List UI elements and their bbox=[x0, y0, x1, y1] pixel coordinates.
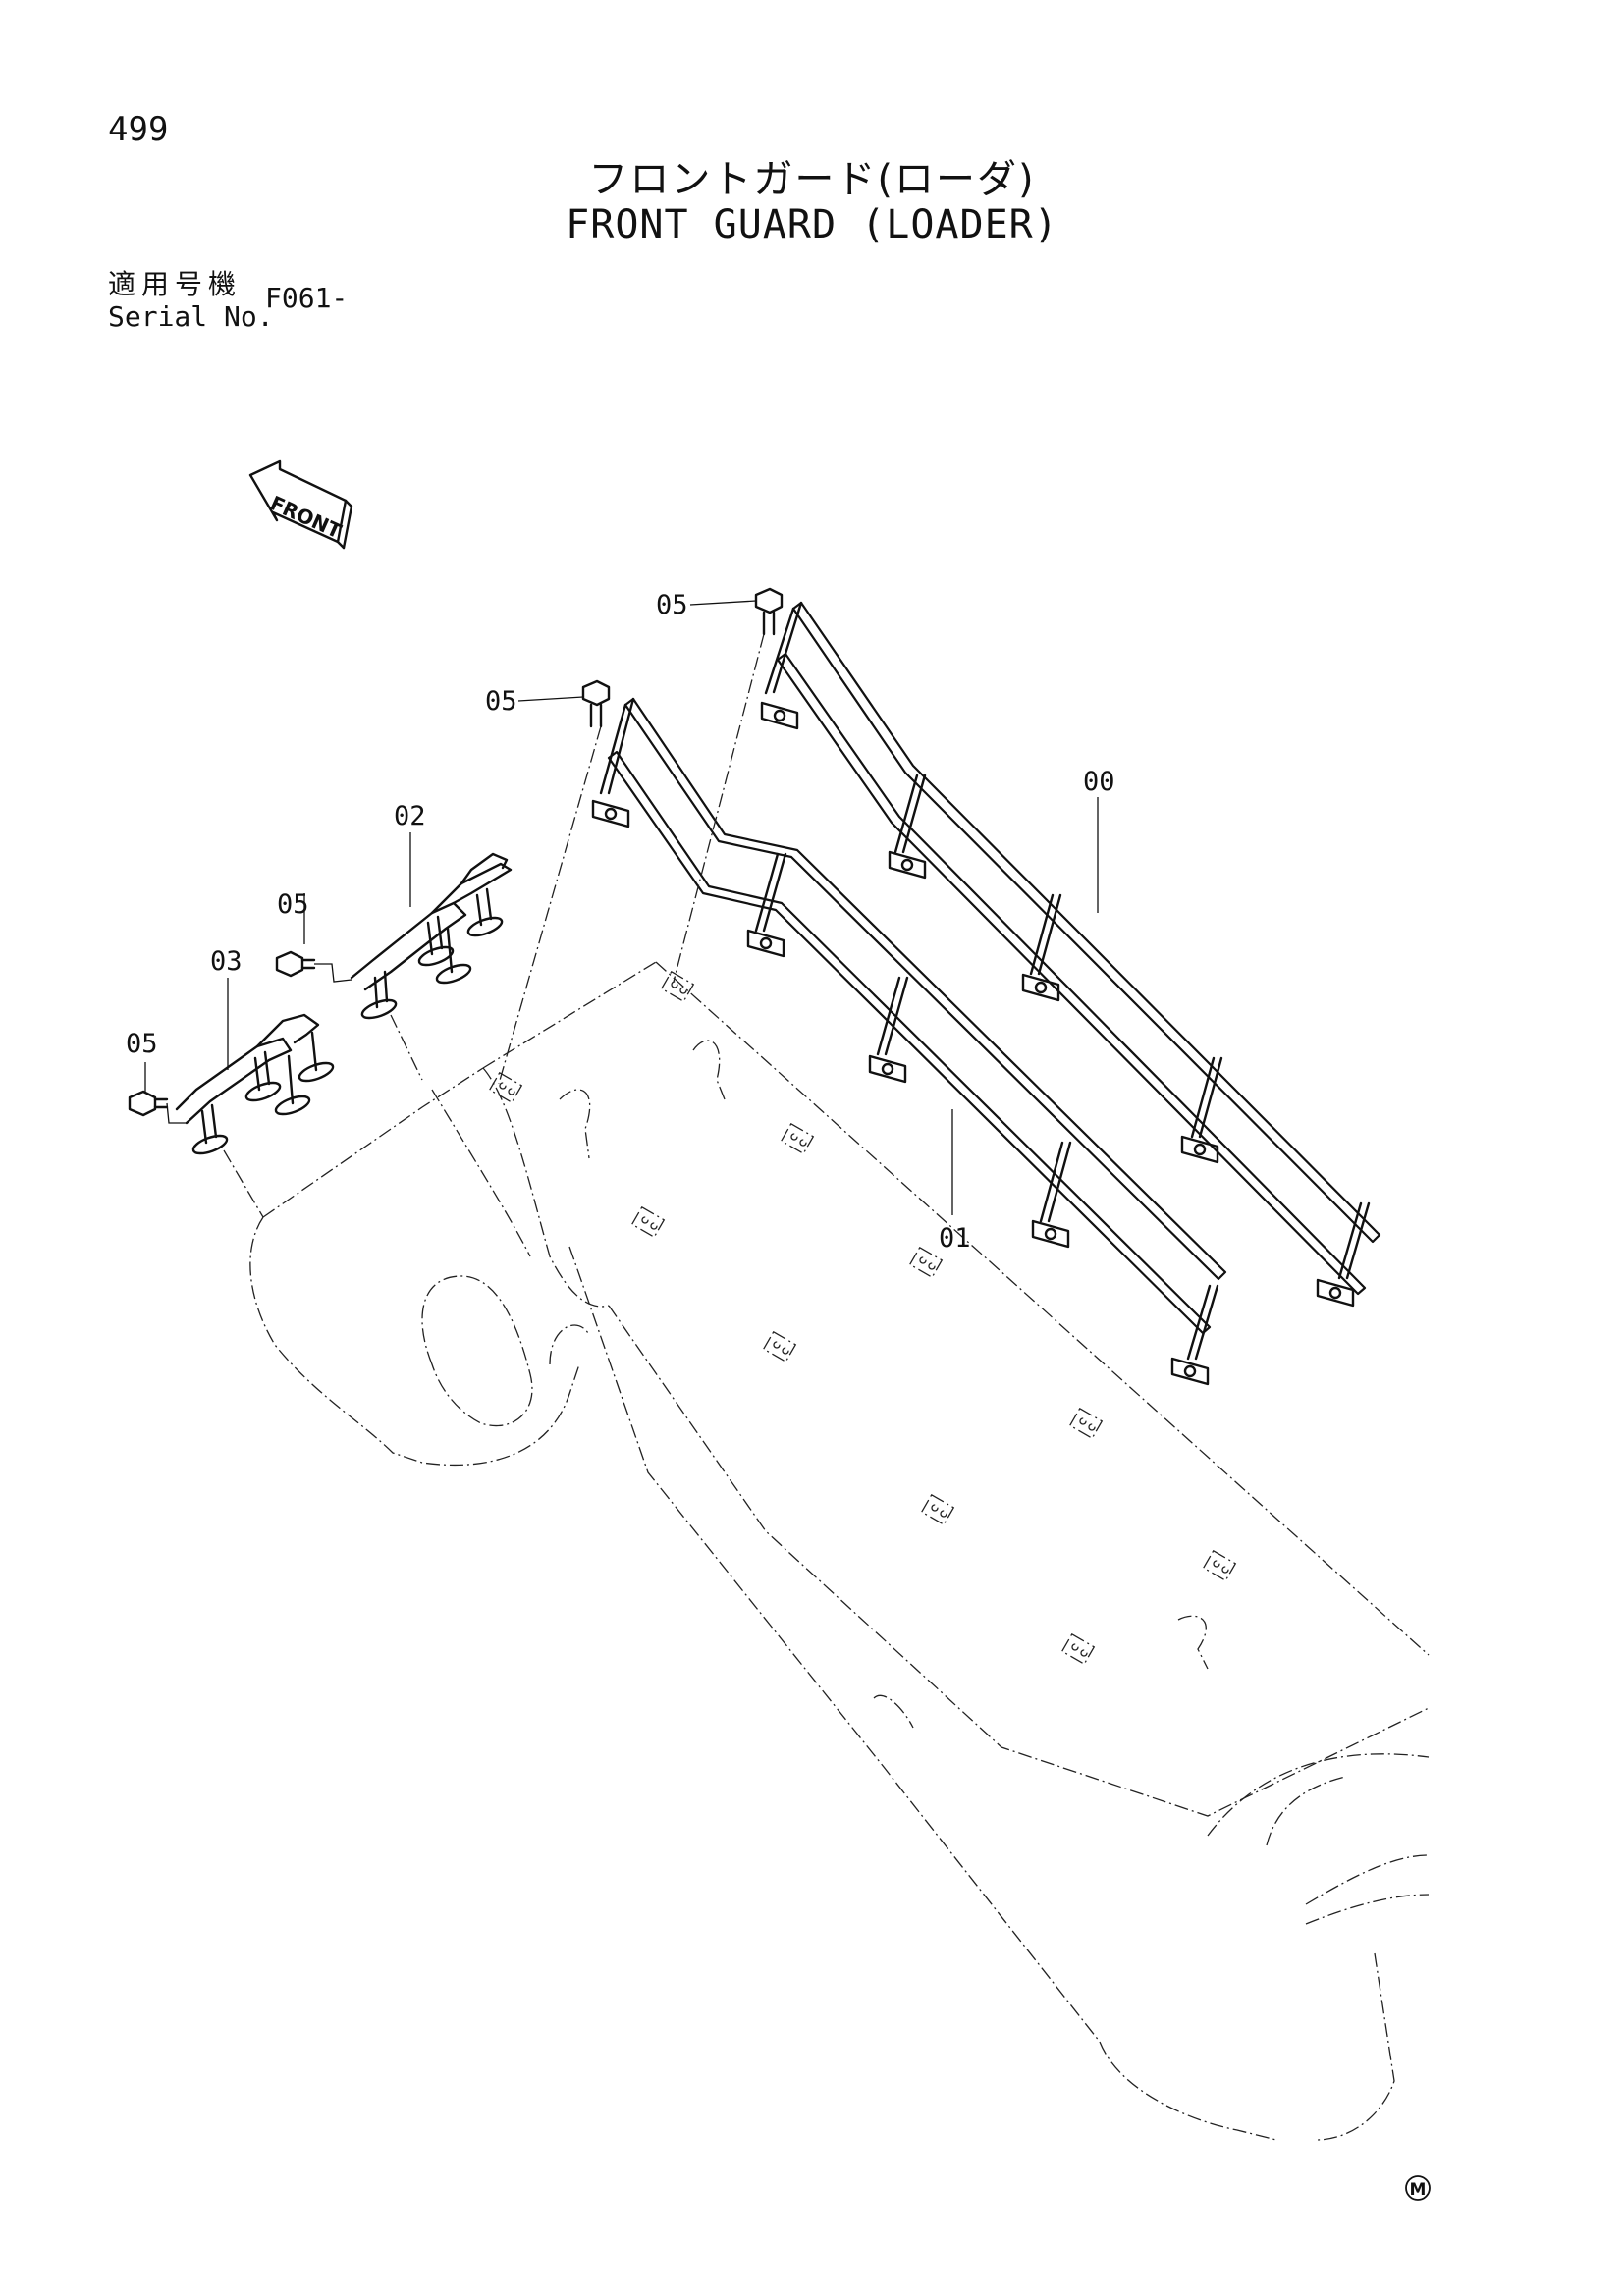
title-english: FRONT GUARD (LOADER) bbox=[566, 202, 1058, 247]
callout-05-top-left: 05 bbox=[485, 686, 517, 717]
bracket-03 bbox=[175, 1013, 335, 1155]
callout-05-mid: 05 bbox=[277, 889, 309, 920]
callout-00: 00 bbox=[1083, 767, 1115, 797]
serial-label-english: Serial No. bbox=[108, 300, 274, 333]
leader-lines bbox=[144, 600, 1099, 1218]
bolt-05-top-left bbox=[581, 679, 611, 728]
callout-05-left: 05 bbox=[126, 1029, 158, 1059]
callout-01: 01 bbox=[939, 1223, 971, 1254]
bolt-05-left bbox=[128, 1090, 169, 1117]
callout-02: 02 bbox=[394, 801, 426, 831]
boom-mounting-pads bbox=[488, 970, 1237, 1666]
footer-mark-label: M bbox=[1410, 2180, 1427, 2200]
bracket-02 bbox=[350, 852, 513, 1020]
guard-rail-00 bbox=[760, 601, 1381, 1308]
bolt-05-top-right bbox=[754, 587, 784, 636]
boom-outline bbox=[249, 961, 1430, 2141]
title-japanese: フロントガード(ローダ) bbox=[588, 157, 1036, 202]
front-arrow-label: FRONT bbox=[267, 491, 346, 543]
front-arrow-icon: FRONT bbox=[248, 459, 353, 550]
callout-05-top-right: 05 bbox=[656, 590, 688, 620]
guard-rail-01 bbox=[591, 697, 1227, 1386]
callout-03: 03 bbox=[210, 946, 243, 977]
footer-mark: M bbox=[1405, 2175, 1431, 2201]
page-number: 499 bbox=[108, 110, 169, 149]
bolt-05-mid bbox=[275, 950, 316, 978]
serial-value: F061- bbox=[265, 282, 349, 314]
serial-label-japanese: 適用号機 bbox=[108, 268, 243, 300]
